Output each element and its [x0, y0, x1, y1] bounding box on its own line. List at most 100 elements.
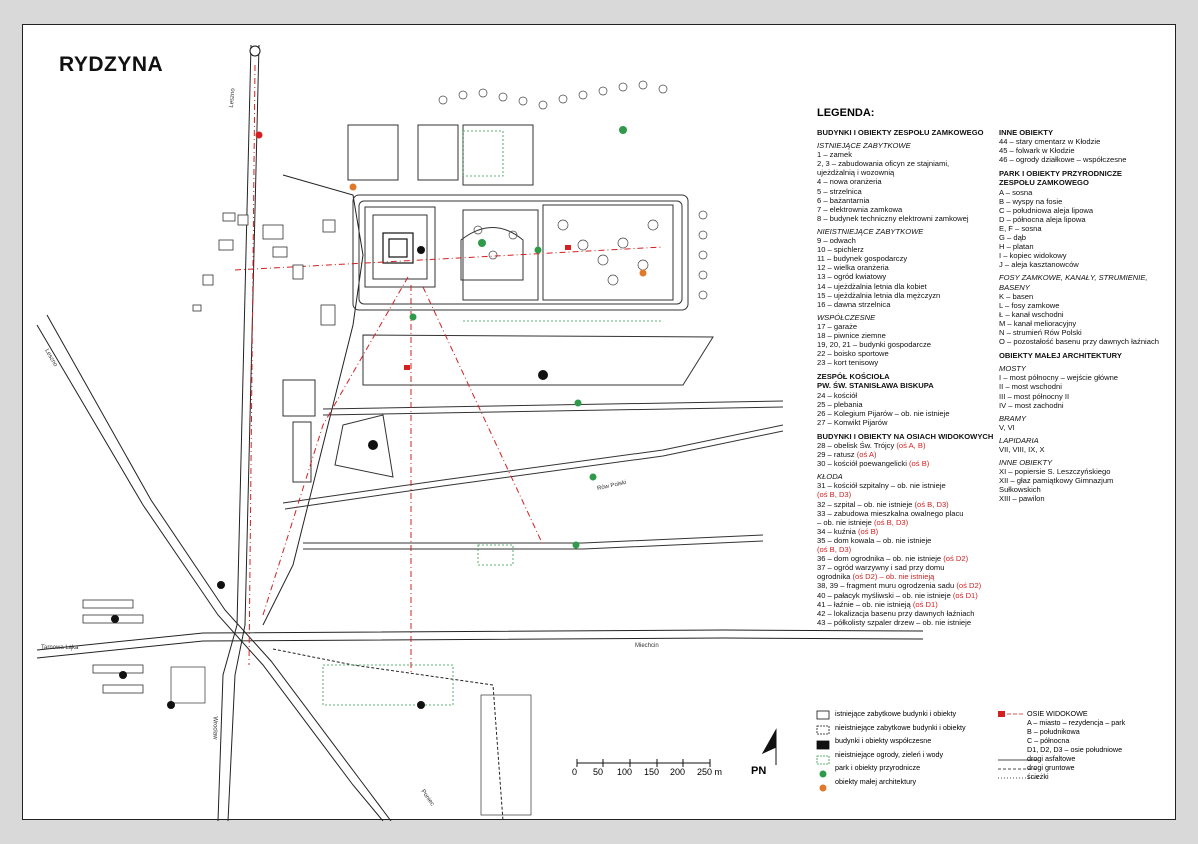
legend-col1-entry: 12 – wielka oranżeria [817, 263, 889, 273]
legend-col1-entry: 18 – piwnice ziemne [817, 330, 886, 340]
legend-col2-entry: II – most wschodni [999, 382, 1062, 392]
trees [438, 80, 708, 300]
legend-axis-entry: D1, D2, D3 – osie południowe [1027, 745, 1123, 754]
legend-col1-entry: 6 – bażantarnia [817, 195, 870, 205]
legend-col2-entry: XIII – pawilon [999, 494, 1045, 504]
legend-col1-entry: BUDYNKI I OBIEKTY NA OSIACH WIDOKOWYCH [817, 431, 994, 441]
legend-col1-entry: ogrodnika (oś D2) – ob. nie istnieją [817, 572, 935, 582]
legend-col1-entry: 5 – strzelnica [817, 186, 862, 196]
legend-col1-entry: ZESPÓŁ KOŚCIOŁA [817, 372, 890, 382]
legend-col2-entry: XI – popiersie S. Leszczyńskiego [999, 467, 1111, 477]
legend-key-entry: budynki i obiekty współczesne [835, 736, 932, 745]
scale-label-150: 150 [644, 767, 660, 777]
legend-col2-entry: J – aleja kasztanowców [999, 260, 1079, 270]
legend-col1-entry: ISTNIEJĄCE ZABYTKOWE [817, 141, 911, 151]
legend-col1-entry: 13 – ogród kwiatowy [817, 272, 887, 282]
legend-col1-entry: 26 – Kolegium Pijarów – ob. nie istnieje [817, 408, 950, 418]
legend-col1-entry: 7 – elektrownia zamkowa [817, 204, 903, 214]
scale-label-200: 200 [670, 767, 686, 777]
legend-col2-entry: M – kanał melioracyjny [999, 318, 1077, 328]
legend-col1-entry: 30 – kościół poewangelicki (oś B) [817, 459, 930, 469]
castle [382, 232, 414, 264]
legend-col2-entry: I – most północny – wejście główne [999, 373, 1119, 383]
legend-col2-entry: LAPIDARIA [999, 435, 1039, 445]
legend-col2-entry: 44 – stary cmentarz w Kłodzie [999, 137, 1101, 147]
legend-col2-entry: I – kopiec widokowy [999, 251, 1067, 261]
legend-col1-entry: 42 – lokalizacja basenu przy dawnych łaź… [817, 608, 975, 618]
legend-col1-entry: ujeżdżalnią i wozownią [817, 168, 895, 178]
legend-col2-entry: INNE OBIEKTY [999, 128, 1054, 137]
map-sheet: RYDZYNA Leszno Leszno Tarnowa Łąka Wrocł… [22, 24, 1177, 821]
legend-key-entry: istniejące zabytkowe budynki i obiekty [835, 709, 957, 718]
legend-col1-entry: (oś B, D3) [817, 490, 852, 500]
legend-col2-entry: Sułkowskich [999, 485, 1041, 495]
legend-col1-entry: – ob. nie istnieje (oś B, D3) [817, 517, 909, 527]
legend-col1-entry: 17 – garaże [817, 321, 858, 331]
legend-col1-entry: PW. ŚW. STANISŁAWA BISKUPA [817, 381, 934, 391]
legend-col2-entry: XII – głaz pamiątkowy Gimnazjum [999, 476, 1114, 486]
legend-axis-entry: OSIE WIDOKOWE [1027, 709, 1088, 718]
legend-col2-entry: MOSTY [999, 364, 1027, 374]
legend-key-entry: obiekty małej architektury [835, 776, 917, 786]
legend-col1-entry: 24 – kościół [817, 390, 858, 400]
legend-col2-entry: H – platan [999, 242, 1034, 252]
legend-col1-entry: 37 – ogród warzywny i sad przy domu [817, 563, 945, 573]
legend-col2-entry: Ł – kanał wschodni [999, 309, 1064, 319]
legend-title: LEGENDA: [817, 107, 875, 119]
legend-col2-entry: OBIEKTY MAŁEJ ARCHITEKTURY [999, 351, 1122, 361]
road-label-wroclaw: Wrocław [211, 716, 218, 740]
legend-col1-entry: 4 – nowa oranżeria [817, 177, 882, 187]
legend-col1-entry: 25 – plebania [817, 399, 863, 409]
legend-col1-entry: 14 – ujeżdżalnia letnia dla kobiet [817, 281, 927, 291]
legend-col2-entry: V, VI [999, 422, 1015, 432]
canals [282, 400, 784, 550]
legend-col2-entry: G – dąb [999, 233, 1027, 243]
legend-col1-entry: 2, 3 – zabudowania oficyn ze stajniami, [817, 159, 950, 169]
legend-axis-entry: A – miasto – rezydencja – park [1027, 718, 1126, 727]
legend-col2-entry: D – północna aleja lipowa [999, 214, 1086, 224]
legend-col2-entry: B – wyspy na fosie [999, 196, 1063, 206]
north-label: PN [751, 765, 767, 777]
legend-col1-entry: 8 – budynek techniczny elektrowni zamkow… [817, 213, 969, 223]
legend-col2-entry: A – sosna [999, 187, 1033, 197]
legend-col1-entry: 31 – kościół szpitalny – ob. nie istniej… [817, 481, 946, 491]
legend-col1-entry: 19, 20, 21 – budynki gospodarcze [817, 340, 931, 350]
legend-col1-entry: 35 – dom kowala – ob. nie istnieje [817, 535, 932, 545]
legend-axis-entry: C – północna [1027, 736, 1070, 745]
legend-col1-entry: 10 – spichlerz [817, 245, 864, 255]
scale-label-50: 50 [593, 767, 604, 777]
roads [36, 44, 924, 821]
legend-col2-entry: O – pozostałość basenu przy dawnych łaźn… [999, 337, 1159, 347]
legend-col1-entry: NIEISTNIEJĄCE ZABYTKOWE [817, 226, 924, 236]
map-title: RYDZYNA [59, 53, 164, 76]
legend-col2-entry: VII, VIII, IX, X [999, 445, 1045, 454]
scale-label-0: 0 [572, 767, 578, 777]
legend-col1-entry: BUDYNKI I OBIEKTY ZESPOŁU ZAMKOWEGO [817, 128, 984, 137]
legend-col2-entry: FOSY ZAMKOWE, KANAŁY, STRUMIENIE, [999, 273, 1148, 283]
legend-key-entry: park i obiekty przyrodnicze [835, 763, 921, 772]
legend-col1-entry: 28 – obelisk Św. Trójcy (oś A, B) [817, 441, 926, 450]
legend-col2-entry: N – strumień Rów Polski [999, 327, 1082, 337]
scale-label-100: 100 [617, 767, 633, 777]
road-label-miechcin: Miechcin [635, 643, 659, 649]
legend-col1-entry: KŁODA [817, 472, 843, 482]
legend-col2-entry: IV – most zachodni [999, 400, 1064, 410]
legend-col1-entry: 11 – budynek gospodarczy [817, 254, 908, 264]
map-drawing[interactable] [23, 25, 1177, 821]
scale-bar [576, 728, 777, 767]
legend-col1-entry: (oś B, D3) [817, 545, 852, 555]
legend-col1-entry: 36 – dom ogrodnika – ob. nie istnieje (o… [817, 554, 969, 564]
legend-col2-entry: 45 – folwark w Kłodzie [999, 146, 1075, 156]
legend-col1-entry: 34 – kuźnia (oś B) [817, 526, 879, 536]
legend-col2-entry: BRAMY [999, 413, 1027, 423]
legend-col2-entry: PARK I OBIEKTY PRZYRODNICZE [999, 169, 1122, 179]
legend-col2-entry: 46 – ogrody działkowe – współczesne [999, 155, 1127, 165]
legend-col2-entry: III – most północny II [999, 391, 1070, 401]
legend-col1-entry: 23 – kort tenisowy [817, 358, 879, 368]
legend-col1-entry: 41 – łaźnie – ob. nie istnieją (oś D1) [817, 599, 938, 609]
legend-col1-entry: 32 – szpital – ob. nie istnieje (oś B, D… [817, 499, 949, 509]
legend-col1-entry: WSPÓŁCZESNE [817, 312, 876, 322]
legend-col1-entry: 33 – zabudowa mieszkalna owalnego placu [817, 508, 964, 518]
